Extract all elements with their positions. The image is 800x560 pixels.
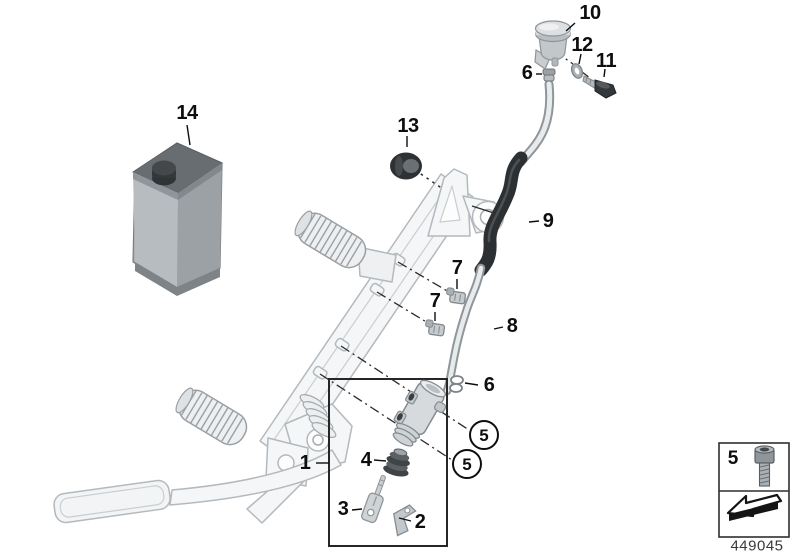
master-cylinder <box>392 379 447 447</box>
fluid-reservoir <box>534 20 572 70</box>
callout-4[interactable]: 4 <box>360 449 372 471</box>
footrest-plate-frame <box>53 168 505 524</box>
frame-grommet <box>390 152 422 180</box>
callout-11[interactable]: 11 <box>595 50 617 72</box>
reservoir-screw <box>582 75 617 99</box>
hose-clamp-upper <box>542 68 556 82</box>
label-leader-lines <box>186 22 606 522</box>
callout-3[interactable]: 3 <box>337 498 349 520</box>
callout-10[interactable]: 10 <box>579 2 601 24</box>
callout-7-lower[interactable]: 7 <box>429 290 441 312</box>
hose-clamp-lower <box>449 375 464 393</box>
fluid-canister <box>131 142 224 296</box>
callout-6-lower[interactable]: 6 <box>483 374 495 396</box>
footpeg-lower <box>175 387 248 446</box>
callout-2[interactable]: 2 <box>414 511 426 533</box>
image-number: 449045 <box>730 537 784 555</box>
callout-9[interactable]: 9 <box>542 210 554 232</box>
callout-5-circled-lower[interactable]: 5 <box>452 449 482 479</box>
callout-7-upper[interactable]: 7 <box>451 257 463 279</box>
callout-13[interactable]: 13 <box>397 115 419 137</box>
boot-bellows <box>383 448 410 477</box>
callout-6-top[interactable]: 6 <box>521 62 533 84</box>
hose-clip-lower <box>425 319 446 337</box>
hose-clip-upper <box>446 287 467 305</box>
brake-hose <box>442 79 555 396</box>
callout-5-circled-upper[interactable]: 5 <box>469 420 499 450</box>
socket-head-screw-icon <box>754 445 775 487</box>
clevis-bracket <box>393 504 417 537</box>
reservoir-grommet <box>570 63 584 79</box>
legend-item-number: 5 <box>727 448 739 469</box>
footpeg-upper <box>294 210 367 269</box>
callout-12[interactable]: 12 <box>571 34 593 56</box>
direction-arrow-icon <box>726 493 783 521</box>
callout-1[interactable]: 1 <box>299 452 311 474</box>
pushrod <box>361 475 386 524</box>
callout-8[interactable]: 8 <box>506 315 518 337</box>
legend-box <box>718 442 790 538</box>
callout-14[interactable]: 14 <box>176 102 198 124</box>
